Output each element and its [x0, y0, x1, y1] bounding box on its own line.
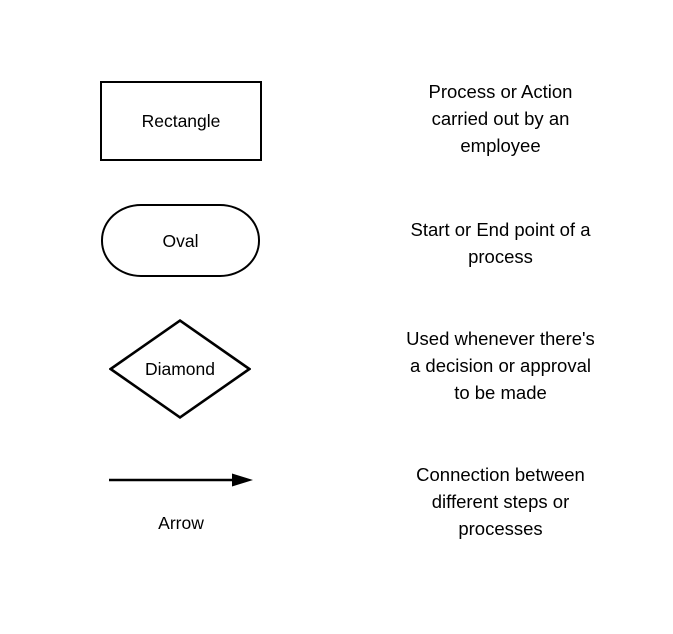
oval-shape-label: Oval	[162, 230, 199, 251]
rectangle-shape-label: Rectangle	[141, 111, 221, 131]
legend-row-rectangle: Rectangle Process or Action carried out …	[0, 81, 673, 161]
legend-row-arrow: Arrow Connection between different steps…	[0, 464, 673, 543]
oval-description: Start or End point of a process	[410, 219, 591, 267]
rectangle-shape-icon: Rectangle	[100, 81, 262, 161]
oval-shape-icon: Oval	[101, 204, 260, 277]
legend-row-oval: Oval Start or End point of a process	[0, 204, 673, 278]
shape-cell-diamond: Diamond	[0, 319, 340, 419]
diamond-description: Used whenever there's a decision or appr…	[406, 328, 595, 403]
diamond-shape-label: Diamond	[144, 359, 216, 379]
shape-cell-oval: Oval	[0, 204, 340, 278]
diamond-shape-icon: Diamond	[109, 319, 251, 419]
arrow-label-wrap: Arrow	[106, 513, 256, 534]
diamond-label-wrap: Diamond	[97, 319, 263, 419]
shape-cell-rectangle: Rectangle	[0, 81, 340, 161]
legend-row-diamond: Diamond Used whenever there's a decision…	[0, 319, 673, 419]
arrow-shape-label: Arrow	[158, 513, 204, 533]
arrow-description: Connection between different steps or pr…	[416, 464, 585, 539]
rectangle-description: Process or Action carried out by an empl…	[428, 81, 573, 156]
shape-cell-arrow: Arrow	[0, 467, 340, 543]
arrow-shape-icon	[106, 467, 256, 493]
